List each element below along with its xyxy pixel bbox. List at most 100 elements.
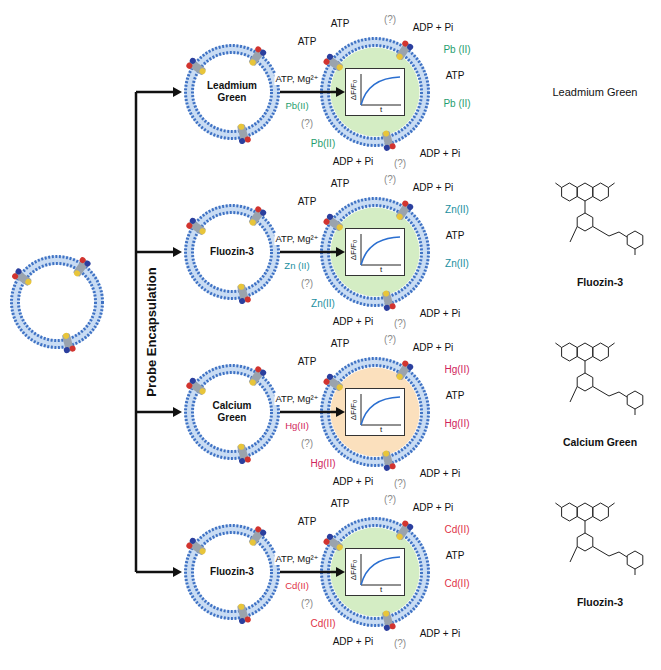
unknown-ion-label: (?) [384, 494, 396, 506]
protein-domain [259, 209, 267, 217]
lipid-heads [186, 206, 279, 299]
probe-vesicle [185, 205, 278, 305]
bilayer [189, 369, 275, 455]
bracket-arrow [136, 571, 175, 574]
bond [593, 547, 627, 558]
probe-name: Leadmium Green [553, 86, 638, 98]
protein-domain [244, 456, 251, 463]
lipid-heads [322, 519, 429, 626]
ring [562, 343, 578, 361]
nucleotide-label: ADP + Pi [333, 316, 374, 328]
metal-ion-label: Pb(II) [311, 138, 335, 150]
bond [555, 343, 561, 348]
lipid-heads [186, 526, 279, 619]
edge-label: ATP, Mg²⁺ [274, 393, 319, 405]
arrow-head [173, 87, 182, 97]
lipid-heads [186, 366, 279, 459]
nucleotide-label: ATP [331, 18, 350, 30]
unknown-ion-label: (?) [384, 334, 396, 346]
ring [577, 373, 593, 391]
protein-domain [389, 623, 396, 630]
reaction-arrow [280, 407, 345, 417]
arrow-shaft [280, 251, 338, 254]
unknown-ion-label: (?) [301, 278, 313, 290]
arrow-shaft [280, 411, 338, 414]
lipid-heads [322, 359, 429, 466]
arrow-head [336, 87, 345, 97]
bracket-heads [173, 87, 182, 577]
arrow-head [336, 567, 345, 577]
lipid-heads [193, 373, 272, 452]
protein-domain [326, 53, 334, 61]
bilayer [189, 209, 275, 295]
atpase-protein [235, 442, 252, 464]
nucleotide-label: ATP [331, 498, 350, 510]
lipid-heads [193, 53, 272, 132]
metal-ion-label: Hg(II) [445, 418, 470, 430]
bond [555, 183, 561, 188]
protein-domain [326, 373, 334, 381]
protein-domain [336, 383, 344, 391]
atpase-protein [246, 45, 267, 68]
lipid-heads [329, 206, 422, 299]
lumen [195, 535, 270, 610]
arrow-head [173, 407, 182, 417]
unknown-ion-label: (?) [384, 174, 396, 186]
atpase-protein [235, 282, 252, 304]
nucleotide-label: ATP [331, 338, 350, 350]
probe-name: Calcium Green [199, 400, 265, 424]
atpase-protein [246, 205, 267, 228]
protein-domain [69, 345, 76, 352]
ring [577, 533, 593, 551]
protein-domain [244, 136, 251, 143]
nucleotide-label: ATP [331, 178, 350, 190]
ring [577, 343, 593, 361]
lumen [195, 375, 270, 450]
nucleotide-label: ADP + Pi [413, 182, 454, 194]
bond [608, 503, 614, 508]
protein-domain [389, 143, 396, 150]
protein-domain [244, 296, 251, 303]
bilayer [189, 529, 275, 615]
bond [585, 201, 586, 213]
active-vesicle [322, 199, 429, 312]
bond [635, 249, 636, 255]
atpase-protein [380, 129, 397, 151]
unknown-ion-label: (?) [301, 118, 313, 130]
metal-ion-label: Zn(II) [311, 298, 335, 310]
lumen [195, 215, 270, 290]
nucleotide-label: ADP + Pi [333, 636, 374, 648]
active-vesicle [322, 39, 429, 152]
atpase-protein [246, 525, 267, 548]
protein-domain [238, 283, 245, 290]
protein-domain [336, 223, 344, 231]
process-label: Probe Encapsulation [144, 267, 159, 396]
atpase-protein [393, 199, 414, 222]
protein-domain [326, 533, 334, 541]
bilayer [325, 42, 425, 142]
protein-domain [383, 464, 390, 471]
bracket-arrow [136, 251, 175, 254]
fluorescence-curve [361, 77, 400, 105]
active-vesicle [322, 359, 429, 472]
unknown-ion-label: (?) [394, 638, 406, 650]
atpase-protein [380, 289, 397, 311]
unknown-ion-label: (?) [384, 14, 396, 26]
bond [608, 183, 614, 188]
probe-name: Calcium Green [563, 436, 637, 448]
bond [570, 547, 577, 563]
protein-domain [406, 523, 414, 531]
nucleotide-label: ATP [298, 36, 317, 48]
protein-domain [63, 346, 70, 353]
lipid-heads [19, 264, 96, 341]
probe-name: Fluozin-3 [577, 596, 623, 608]
lumen [21, 266, 94, 339]
protein-domain [396, 53, 404, 61]
axis-label: ΔF/F₀ [349, 560, 358, 581]
atpase-protein [322, 533, 345, 554]
protein-domain [406, 203, 414, 211]
ring [627, 551, 643, 569]
protein-domain [259, 529, 267, 537]
atpase-protein [11, 267, 34, 288]
bilayer [325, 202, 425, 302]
